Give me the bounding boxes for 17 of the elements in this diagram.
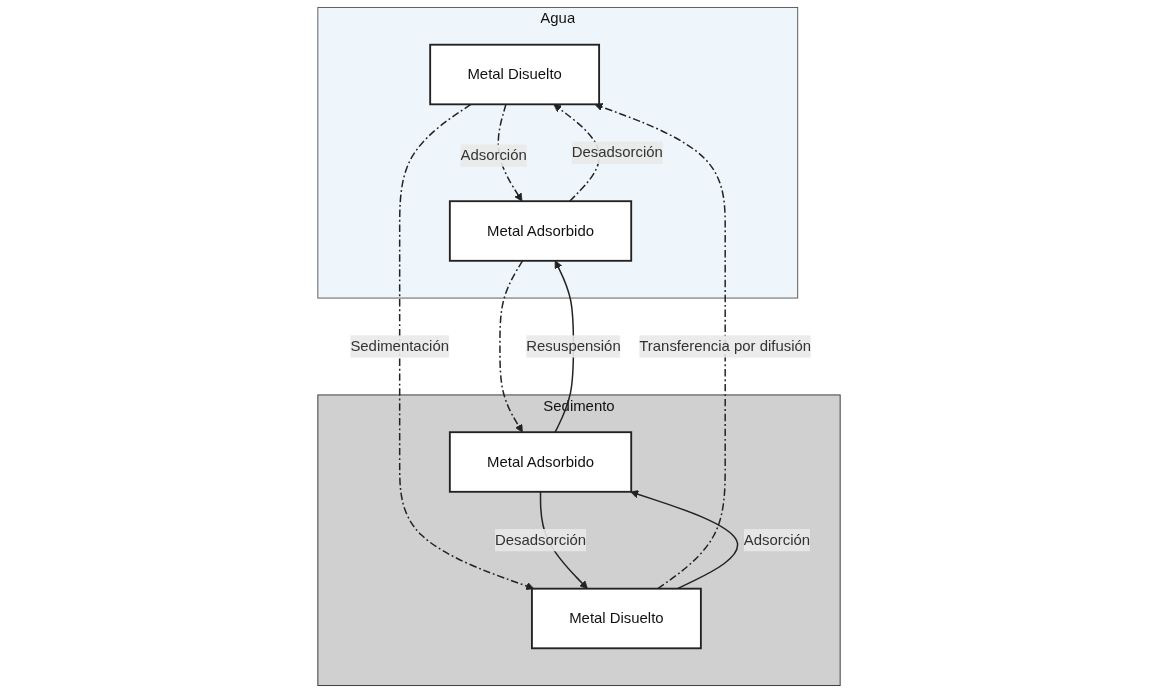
edge-label: Desadsorción bbox=[494, 531, 587, 548]
arrow bbox=[553, 103, 601, 202]
edge-label: Sedimentación bbox=[350, 338, 449, 354]
arrow bbox=[594, 103, 726, 590]
arrow bbox=[630, 490, 739, 590]
arrow bbox=[398, 103, 535, 590]
node-box: Metal Disuelto bbox=[531, 587, 702, 650]
node-box: Metal Disuelto bbox=[429, 43, 601, 106]
edge-label: Resuspensión bbox=[526, 338, 621, 354]
node-box: Metal Adsorbido bbox=[448, 431, 633, 493]
edge-label: Desadsorción bbox=[571, 144, 663, 161]
node-box: Metal Adsorbido bbox=[448, 200, 633, 262]
edge-label: Adsorción bbox=[460, 147, 527, 164]
arrow bbox=[499, 260, 524, 433]
edge-label: Adsorción bbox=[743, 531, 811, 548]
arrow bbox=[497, 103, 523, 202]
edge-label: Transferencia por difusión bbox=[639, 338, 812, 354]
